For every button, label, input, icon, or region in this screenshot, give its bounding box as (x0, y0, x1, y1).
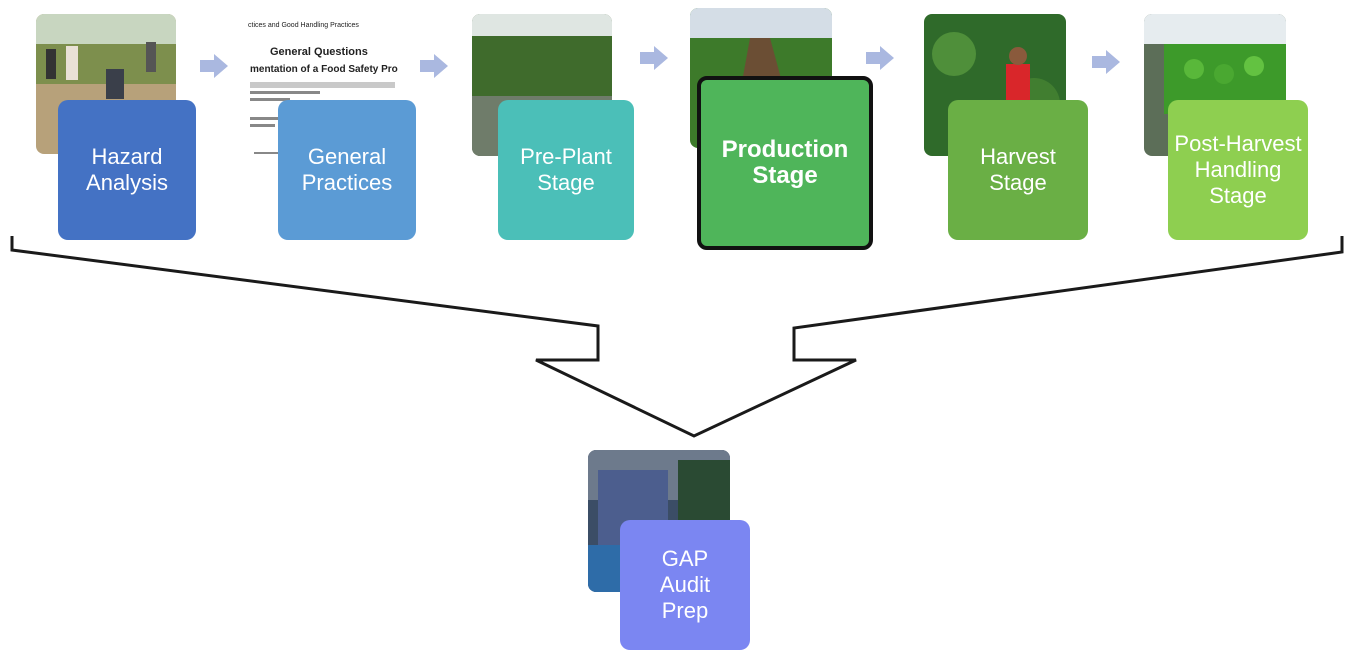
stage-production: Production Stage (697, 76, 873, 250)
arrow-right-icon (420, 54, 448, 78)
stage-hazard-analysis: Hazard Analysis (58, 100, 196, 240)
stage-general-practices: General Practices (278, 100, 416, 240)
arrow-right-icon (866, 46, 894, 70)
arrow-right-icon (640, 46, 668, 70)
arrow-right-icon (1092, 50, 1120, 74)
stage-harvest: Harvest Stage (948, 100, 1088, 240)
stage-post-harvest: Post-Harvest Handling Stage (1168, 100, 1308, 240)
stage-pre-plant: Pre-Plant Stage (498, 100, 634, 240)
doc-heading: General Questions (270, 46, 368, 58)
arrow-right-icon (200, 54, 228, 78)
doc-header-line: ctices and Good Handling Practices (248, 22, 359, 29)
result-gap-audit-prep: GAP Audit Prep (620, 520, 750, 650)
doc-subheading: mentation of a Food Safety Pro (250, 64, 398, 75)
